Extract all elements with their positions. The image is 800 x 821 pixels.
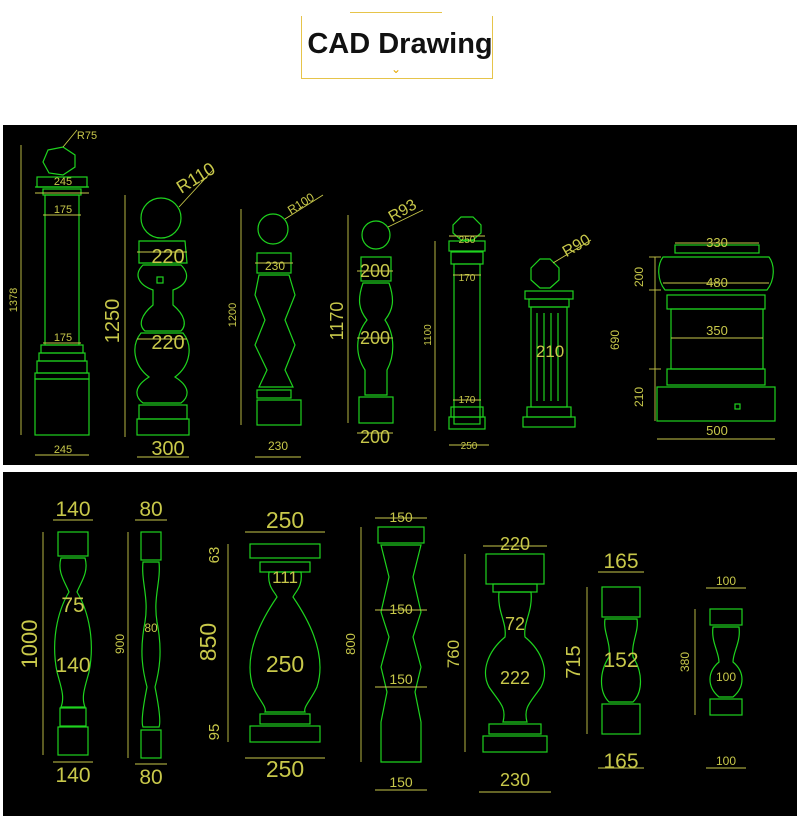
baluster-3-outline <box>249 543 321 743</box>
b2-base-width: 80 <box>139 766 162 789</box>
b2-top-width: 80 <box>139 498 162 521</box>
p4-base-width: 200 <box>360 427 390 447</box>
p3-base-width: 230 <box>268 439 288 453</box>
pillar-1-outline <box>34 146 90 436</box>
p5-lower-width: 170 <box>459 395 476 406</box>
pillar-6-outline <box>522 258 576 428</box>
b1-top-width: 140 <box>55 498 90 521</box>
b7-base-width: 100 <box>716 754 736 768</box>
p5-base-width: 250 <box>461 441 478 452</box>
baluster-5-outline <box>482 553 548 753</box>
p1-lower-width: 175 <box>54 332 72 344</box>
p1-height: 1378 <box>8 288 20 312</box>
b2-height: 900 <box>113 634 127 654</box>
b7-height: 380 <box>678 652 692 672</box>
b3-belly-width: 250 <box>266 651 304 677</box>
title-frame <box>301 16 493 79</box>
b6-mid-width: 152 <box>603 649 638 672</box>
p4-height: 1170 <box>327 302 347 341</box>
b6-base-width: 165 <box>603 750 638 773</box>
b5-height: 760 <box>444 640 463 668</box>
cad-panel-top: R75 245 175 175 245 1378 R110 220 220 30… <box>3 125 797 465</box>
p3-radius: R100 <box>285 190 317 217</box>
p7-base-height: 210 <box>632 387 646 407</box>
pillar-7-outline <box>656 244 776 422</box>
p6-radius: R90 <box>560 231 594 260</box>
p2-base-width: 300 <box>151 438 184 460</box>
b3-height: 850 <box>195 623 221 661</box>
b3-base-height: 95 <box>206 724 223 741</box>
p2-upper-width: 220 <box>151 246 184 268</box>
baluster-6-outline <box>600 586 642 735</box>
p1-upper-width: 175 <box>54 204 72 216</box>
b2-mid-width: 80 <box>144 621 158 635</box>
page-header: CAD Drawing ⌄ <box>0 0 800 125</box>
b6-top-width: 165 <box>603 550 638 573</box>
b1-neck-width: 75 <box>61 594 84 617</box>
title-frame-accent <box>350 12 442 13</box>
p7-top-height: 200 <box>632 267 646 287</box>
baluster-2-outline <box>140 531 162 759</box>
p7-base-width: 500 <box>706 423 728 438</box>
page-title: CAD Drawing <box>307 28 493 60</box>
p7-top-width: 330 <box>706 235 728 250</box>
p4-mid-width: 200 <box>360 328 390 348</box>
pillar-2-outline <box>134 197 190 436</box>
p7-height: 690 <box>608 330 622 350</box>
p7-cap-width: 480 <box>706 275 728 290</box>
b1-base-width: 140 <box>55 764 90 787</box>
b4-top-width: 150 <box>389 509 413 525</box>
p6-mid-width: 210 <box>536 342 564 361</box>
p5-upper-width: 170 <box>459 273 476 284</box>
panel-divider <box>0 465 800 472</box>
chevron-down-icon: ⌄ <box>391 62 402 76</box>
p2-radius: R110 <box>173 158 219 197</box>
p3-height: 1200 <box>227 303 239 327</box>
baluster-7-outline <box>709 608 743 716</box>
baluster-1-outline <box>54 531 92 756</box>
b5-base-width: 230 <box>500 770 530 790</box>
b4-mid1-width: 150 <box>389 601 413 617</box>
b4-mid2-width: 150 <box>389 671 413 687</box>
b3-base-width: 250 <box>266 756 304 782</box>
b7-mid-width: 100 <box>716 670 736 684</box>
b5-belly-width: 222 <box>500 668 530 688</box>
p1-top-width: 245 <box>54 176 72 188</box>
pillar-5-outline <box>448 216 486 430</box>
b5-neck-width: 72 <box>505 614 525 634</box>
p5-top-width: 250 <box>459 235 476 246</box>
pillar-3-outline <box>254 213 302 426</box>
p4-upper-width: 200 <box>360 261 390 281</box>
p1-base-width: 245 <box>54 444 72 456</box>
p7-mid-width: 350 <box>706 323 728 338</box>
p2-height: 1250 <box>102 299 124 344</box>
b4-height: 800 <box>343 633 358 655</box>
p4-radius: R93 <box>386 196 420 225</box>
pillar-4-outline <box>357 220 394 424</box>
b7-top-width: 100 <box>716 574 736 588</box>
b3-top-width: 250 <box>266 507 304 533</box>
p3-upper-width: 230 <box>265 259 285 273</box>
b1-height: 1000 <box>17 620 42 669</box>
b3-cap-height: 63 <box>206 547 223 564</box>
baluster-4-outline <box>377 526 425 763</box>
cad-panel-bottom: 140 75 140 140 1000 80 80 80 900 250 111… <box>3 472 797 816</box>
b6-height: 715 <box>563 645 585 678</box>
b3-neck-width: 111 <box>272 568 298 587</box>
b5-top-width: 220 <box>500 534 530 554</box>
p5-height: 1100 <box>423 324 434 346</box>
p1-radius: R75 <box>77 130 97 142</box>
b4-base-width: 150 <box>389 774 413 790</box>
p2-lower-width: 220 <box>151 332 184 354</box>
b1-belly-width: 140 <box>55 654 90 677</box>
